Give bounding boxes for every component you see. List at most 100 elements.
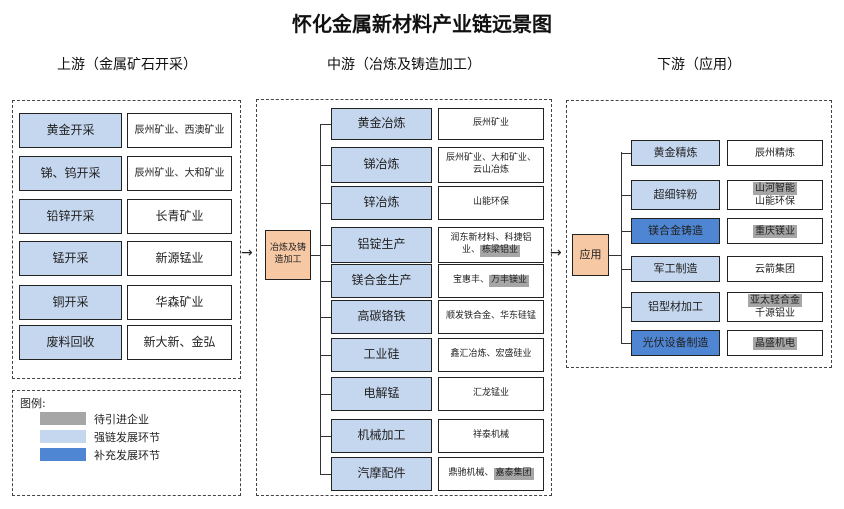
midstream-companies-6: 顺发铁合金、华东硅锰 (438, 300, 544, 334)
company-label: 云箭集团 (755, 263, 795, 275)
legend-region (12, 390, 241, 496)
legend-label: 强链发展环节 (94, 431, 160, 444)
downstream-region (566, 100, 832, 368)
company-label: 千源铝业 (755, 308, 795, 319)
midstream-companies-2: 辰州矿业、大和矿业、云山冶炼 (438, 147, 544, 183)
company-list: 辰州精炼 (755, 147, 795, 160)
company-list: 辰州矿业、大和矿业 (135, 167, 225, 180)
midstream-companies-10: 鼎驰机械、嘉泰集团 (438, 457, 544, 491)
company-label: 辰州矿业 (472, 118, 509, 129)
midstream-companies-1: 辰州矿业 (438, 108, 544, 140)
legend-title: 图例: (20, 397, 46, 410)
company-list: 顺发铁合金、华东硅锰 (446, 311, 536, 323)
company-list: 宝惠丰、万丰镁业 (453, 275, 530, 287)
downstream-category-6: 光伏设备制造 (631, 330, 720, 356)
company-label: 山能环保 (755, 196, 795, 207)
upstream-category-5: 铜开采 (19, 285, 122, 320)
upstream-companies-5: 华森矿业 (127, 285, 232, 320)
midstream-category-4: 铝锭生产 (331, 227, 432, 263)
company-list: 新源锰业 (155, 251, 203, 267)
connector-line (320, 124, 322, 474)
upstream-category-6: 废料回收 (19, 325, 122, 360)
midstream-companies-4: 润东新材料、科捷铝业、栋梁铝业 (438, 227, 544, 263)
company-label: 华森矿业 (155, 294, 204, 309)
pending-company-label: 栋梁铝业 (480, 245, 521, 257)
company-label: 辰州矿业、大和矿业、云山冶炼 (445, 153, 536, 175)
connector-line (621, 152, 623, 344)
midstream-category-3: 锌冶炼 (331, 186, 432, 220)
connector-line (621, 343, 631, 345)
company-list: 重庆镁业 (753, 224, 797, 238)
company-list: 鑫汇冶炼、宏盛硅业 (450, 349, 531, 361)
upstream-companies-2: 辰州矿业、大和矿业 (127, 156, 232, 191)
legend-label: 待引进企业 (94, 413, 149, 426)
company-list: 长青矿业 (155, 209, 203, 225)
legend-label: 补充发展环节 (94, 449, 160, 462)
midstream-category-7: 工业硅 (331, 338, 432, 372)
midstream-category-5: 镁合金生产 (331, 264, 432, 298)
downstream-companies-1: 辰州精炼 (727, 140, 823, 166)
midstream-category-6: 高碳铬铁 (331, 300, 432, 334)
company-label: 祥泰机械 (472, 430, 509, 441)
connector-line (320, 474, 332, 476)
company-list: 鼎驰机械、嘉泰集团 (448, 468, 534, 480)
midstream-category-8: 电解锰 (331, 377, 432, 411)
connector-line (621, 269, 631, 271)
pending-company-label: 山河智能 (753, 182, 797, 195)
upstream-category-3: 铅锌开采 (19, 199, 122, 234)
company-list: 亚太轻合金千源铝业 (748, 294, 802, 320)
company-label: 新源锰业 (155, 250, 204, 265)
midstream-companies-9: 祥泰机械 (438, 419, 544, 453)
diagram-title: 怀化金属新材料产业链远景图 (292, 12, 552, 36)
downstream-companies-2: 山河智能山能环保 (727, 180, 823, 210)
company-list: 云箭集团 (755, 263, 795, 276)
midstream-companies-7: 鑫汇冶炼、宏盛硅业 (438, 338, 544, 372)
connector-line (311, 255, 321, 257)
downstream-hub: 应用 (572, 234, 609, 276)
company-list: 祥泰机械 (473, 430, 509, 442)
connector-line (320, 394, 332, 396)
upstream-category-1: 黄金开采 (19, 113, 122, 148)
downstream-category-1: 黄金精炼 (631, 140, 720, 166)
company-label: 辰州矿业、西澳矿业 (134, 125, 225, 136)
connector-line (621, 195, 631, 197)
legend-swatch (40, 448, 86, 461)
midstream-header: 中游（冶炼及铸造加工） (327, 57, 481, 73)
midstream-category-10: 汽摩配件 (331, 457, 432, 491)
upstream-companies-4: 新源锰业 (127, 241, 232, 276)
company-list: 山能环保 (473, 197, 509, 209)
connector-line (320, 281, 332, 283)
downstream-companies-3: 重庆镁业 (727, 218, 823, 244)
midstream-region (256, 99, 552, 496)
midstream-companies-5: 宝惠丰、万丰镁业 (438, 264, 544, 298)
legend-swatch (40, 412, 86, 425)
upstream-companies-3: 长青矿业 (127, 199, 232, 234)
midstream-category-1: 黄金冶炼 (331, 108, 432, 140)
company-label: 润东新材料、科捷铝业、 (450, 233, 532, 255)
upstream-companies-1: 辰州矿业、西澳矿业 (127, 113, 232, 148)
downstream-category-2: 超细锌粉 (631, 180, 720, 210)
pending-company-label: 重庆镁业 (753, 224, 797, 238)
connector-line (320, 436, 332, 438)
company-label: 顺发铁合金、华东硅锰 (445, 311, 536, 322)
company-label: 鼎驰机械、 (448, 468, 494, 479)
legend-swatch (40, 430, 86, 443)
downstream-category-4: 军工制造 (631, 256, 720, 282)
upstream-category-2: 锑、钨开采 (19, 156, 122, 191)
connector-line (320, 317, 332, 319)
midstream-companies-3: 山能环保 (438, 186, 544, 220)
pending-company-label: 亚太轻合金 (748, 294, 802, 307)
downstream-companies-4: 云箭集团 (727, 256, 823, 282)
upstream-region (12, 100, 241, 379)
connector-line (320, 203, 332, 205)
pending-company-label: 嘉泰集团 (493, 468, 534, 480)
pending-company-label: 晶盛机电 (753, 336, 797, 350)
downstream-category-5: 铝型材加工 (631, 292, 720, 322)
downstream-category-3: 镁合金铸造 (631, 218, 720, 244)
company-label: 辰州矿业、大和矿业 (134, 168, 225, 179)
connector-line (320, 355, 332, 357)
midstream-hub: 冶炼及铸造加工 (265, 230, 311, 280)
company-list: 晶盛机电 (753, 336, 797, 350)
midstream-category-2: 锑冶炼 (331, 147, 432, 183)
arrow-right-icon: → (550, 245, 562, 261)
